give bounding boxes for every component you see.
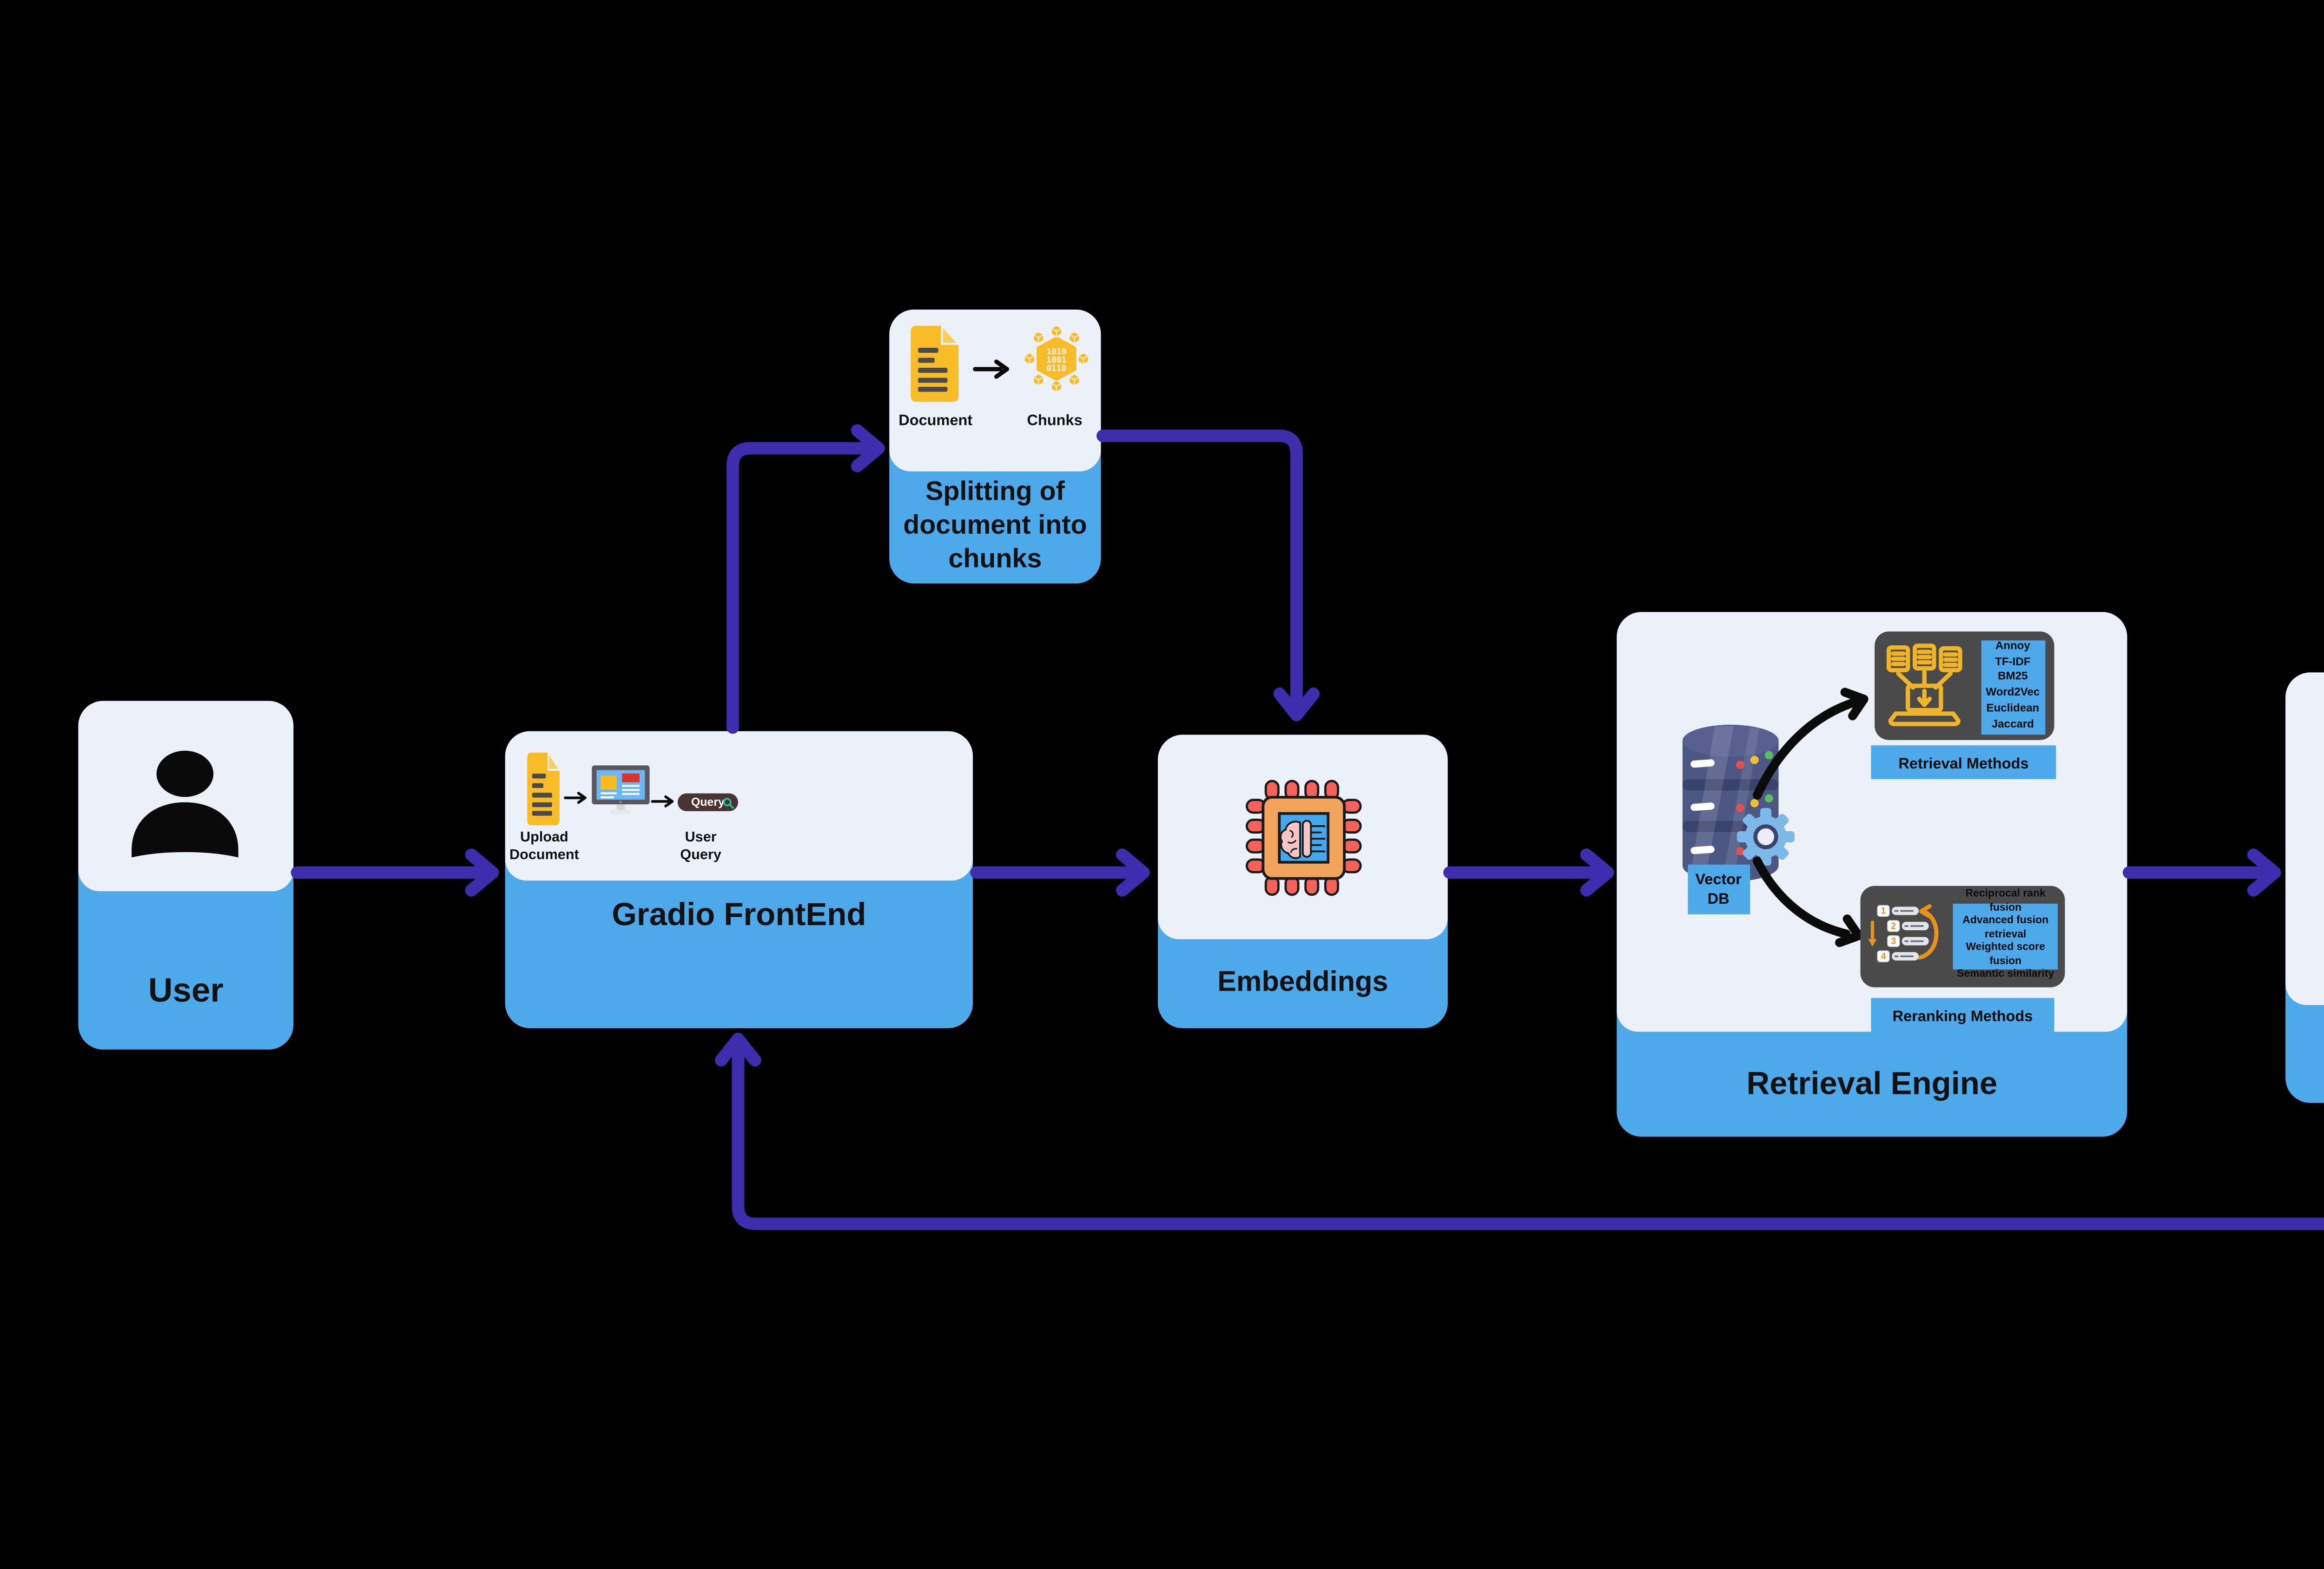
gradio-label: Gradio FrontEnd [612, 896, 866, 933]
query-search-bar[interactable]: Query [677, 793, 739, 811]
llm-node-body [2285, 672, 2324, 1005]
user-query-label: User Query [680, 829, 721, 862]
upload-document-icon [527, 750, 561, 826]
vector-db-label: Vector DB [1687, 864, 1750, 914]
reranking-methods-label: Reranking Methods [1871, 999, 2054, 1033]
list-item: Advanced fusion retrieval [1962, 916, 2049, 941]
list-item: Euclidean [1986, 702, 2040, 715]
ranked-list-icon: 1 2 3 4 [1868, 905, 1939, 963]
upload-document-label: Upload Document [509, 829, 579, 862]
list-item: TF-IDF [1995, 655, 2031, 669]
arrow-retrieval-to-llm-head [2247, 848, 2281, 897]
embeddings-label: Embeddings [1217, 967, 1388, 998]
arrow-splitting-to-embeddings [1096, 430, 1303, 708]
query-search-text: Query [691, 796, 725, 809]
retrieval-engine-label: Retrieval Engine [1746, 1066, 1998, 1102]
arrow-splitting-to-embeddings-head [1273, 687, 1320, 722]
gradio-frontend-node: Upload Document Query [505, 731, 973, 1028]
rank-number: 3 [1891, 937, 1896, 947]
doc-to-monitor-arrow [564, 792, 587, 804]
retrieval-engine-node: Vector DB [1617, 612, 2127, 1137]
arrow-user-to-gradio-head [465, 848, 499, 897]
arrow-gradio-to-embeddings-head [1116, 848, 1150, 897]
splitting-node: Document 1010 1001 0110 Chunks Splitting… [889, 309, 1101, 584]
doc-to-chunks-arrow [973, 359, 1010, 379]
list-item: Annoy [1995, 640, 2030, 653]
list-item: Weighted score fusion [1966, 943, 2046, 968]
arrow-gradio-to-splitting [726, 442, 871, 734]
list-item: Semantic similarity [1957, 970, 2054, 981]
binary-line: 1010 [1046, 347, 1066, 357]
list-item: Word2Vec [1986, 687, 2040, 700]
retrieval-methods-label: Retrieval Methods [1871, 746, 2056, 780]
arrow-llm-to-gradio-loop-head [715, 1033, 761, 1067]
embeddings-node: Embeddings [1158, 735, 1448, 1028]
list-item: BM25 [1998, 671, 2028, 684]
chip-brain-icon [1245, 779, 1361, 895]
user-label: User [148, 972, 224, 1010]
document-label: Document [898, 410, 973, 429]
gear-icon [1736, 808, 1795, 866]
monitor-icon [592, 765, 650, 814]
rank-number: 1 [1881, 907, 1886, 917]
list-item: Jaccard [1991, 718, 2034, 731]
document-icon [911, 324, 961, 402]
splitting-label: Splitting of document into chunks [903, 477, 1087, 575]
binary-line: 1001 [1046, 355, 1066, 365]
arrow-llm-to-gradio-loop [732, 1046, 2324, 1231]
chunks-label: Chunks [1027, 410, 1083, 429]
list-item: Reciprocal rank fusion [1965, 889, 2046, 914]
person-icon [132, 750, 238, 858]
documents-laptop-icon [1886, 643, 1962, 727]
search-icon[interactable] [722, 796, 735, 808]
arrow-embeddings-to-retrieval-head [1580, 848, 1614, 897]
rank-number: 2 [1891, 922, 1896, 932]
user-node-body [78, 701, 294, 892]
arrow-gradio-to-splitting-head [851, 424, 885, 472]
llm-node: Large Language Model [2285, 672, 2324, 1103]
user-node: User [78, 701, 294, 1050]
monitor-to-query-arrow [651, 795, 674, 808]
chunks-icon: 1010 1001 0110 [1024, 325, 1089, 393]
binary-line: 0110 [1046, 364, 1066, 373]
gradio-node-body [505, 731, 973, 881]
rank-number: 4 [1881, 952, 1886, 962]
